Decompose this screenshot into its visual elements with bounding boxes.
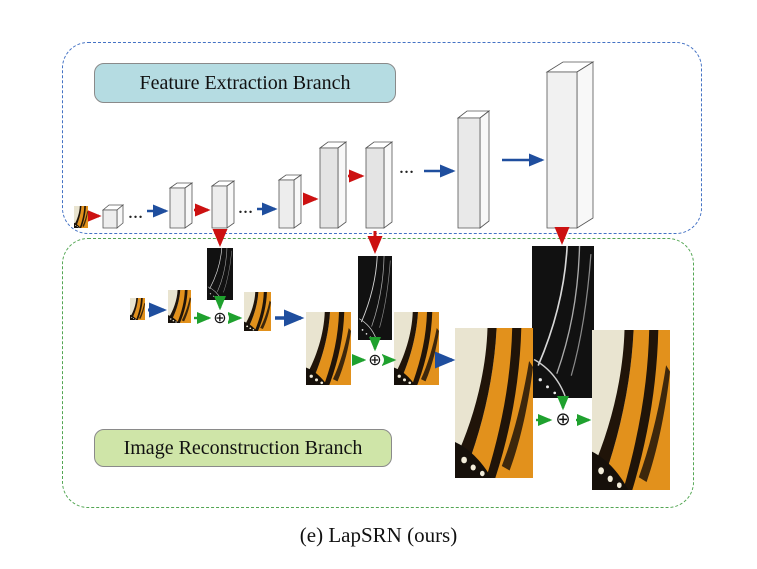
butterfly-output-8x: [592, 330, 670, 490]
feature-extraction-branch-label: Feature Extraction Branch: [94, 63, 396, 103]
conv-feature-cuboid-2: [168, 182, 194, 229]
conv-feature-cuboid-5: [318, 141, 348, 229]
butterfly-output-4x: [394, 312, 439, 385]
feature-cuboids: [101, 61, 595, 229]
residual-map-4x: [358, 256, 392, 340]
image-reconstruction-branch-label: Image Reconstruction Branch: [94, 429, 392, 467]
butterfly-upsampled-2x: [168, 290, 191, 323]
ellipsis-text: …: [399, 161, 415, 177]
butterfly-lr-input-feature: [74, 206, 88, 228]
butterfly-lr-input: [130, 298, 145, 320]
conv-feature-cuboid-6: [364, 141, 394, 229]
feature-arrows: [86, 153, 570, 254]
conv-feature-cuboid-8: [545, 61, 595, 229]
elementwise-add-icon: ⊕: [553, 411, 573, 429]
residual-map-2x: [207, 248, 233, 300]
conv-feature-cuboid-4: [277, 174, 303, 229]
elementwise-add-icon: ⊕: [366, 352, 384, 368]
butterfly-upsampled-4x: [306, 312, 351, 385]
reconstruction-arrows: [148, 296, 592, 426]
ellipsis-text: …: [128, 206, 144, 222]
conv-feature-cuboid-7: [456, 110, 491, 229]
butterfly-upsampled-8x: [455, 328, 533, 478]
butterfly-output-2x: [244, 292, 271, 331]
feature-extraction-region-border: [62, 42, 702, 234]
elementwise-add-icon: ⊕: [211, 310, 229, 326]
residual-map-8x: [532, 246, 594, 398]
ellipsis-text: …: [238, 201, 254, 217]
conv-feature-cuboid-1: [101, 204, 125, 229]
figure-caption: (e) LapSRN (ours): [299, 523, 458, 547]
conv-feature-cuboid-3: [210, 180, 236, 229]
